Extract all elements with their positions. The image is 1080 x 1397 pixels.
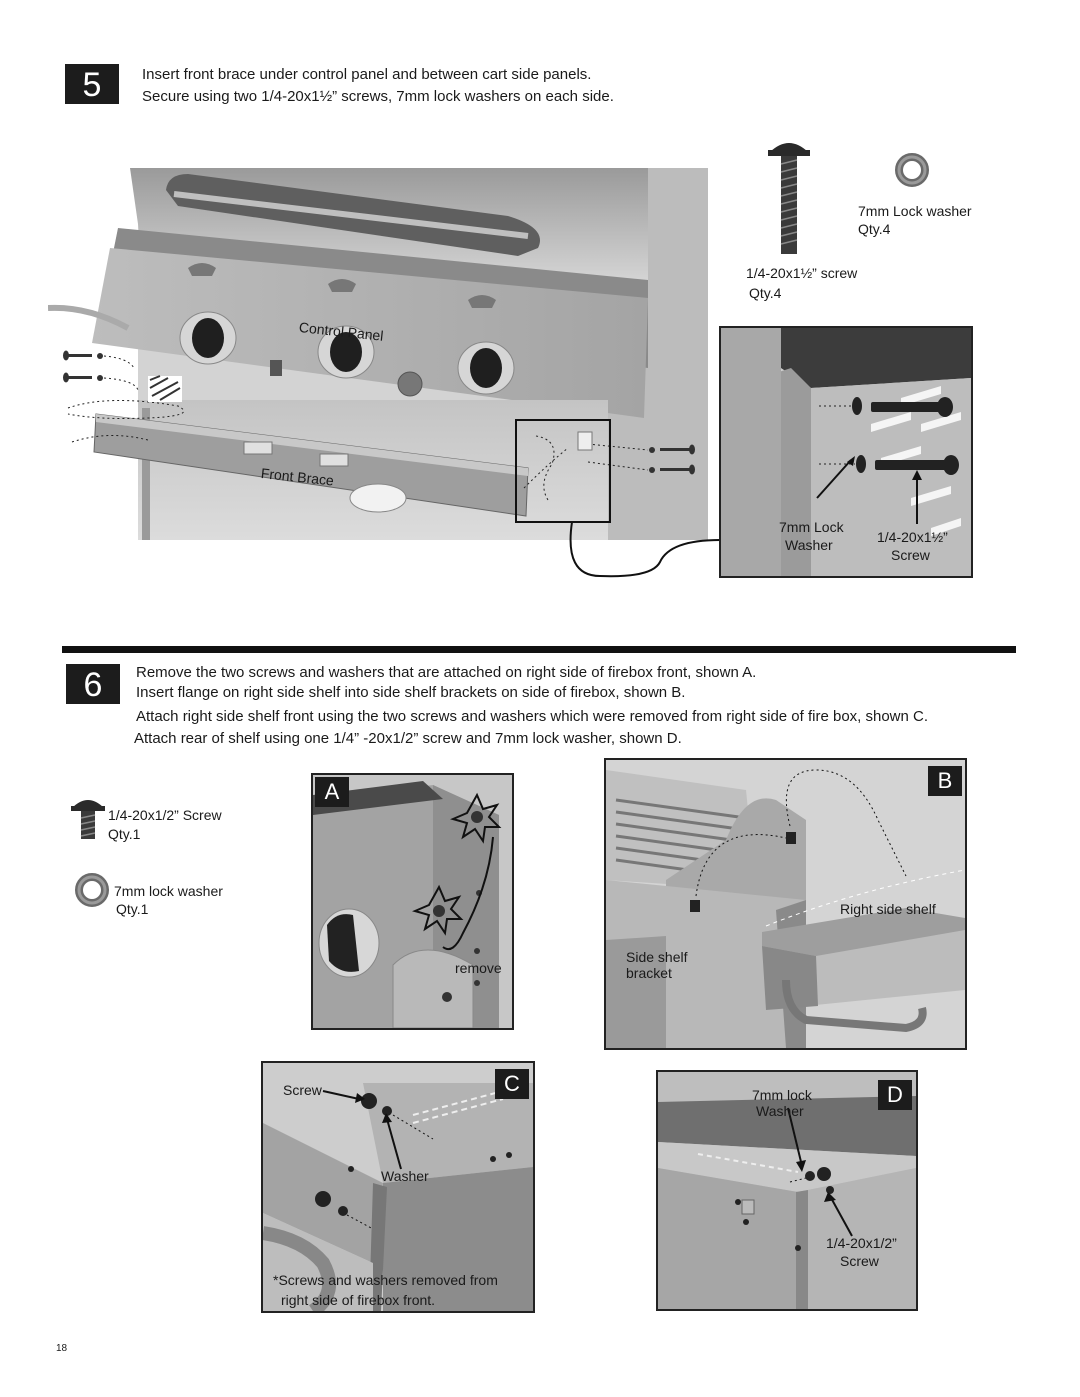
panel-b-tag: B: [928, 766, 962, 796]
panel-a-drawing: [313, 775, 512, 1028]
step-5-instruction-line-2: Secure using two 1/4-20x1½” screws, 7mm …: [142, 88, 614, 105]
step-6-washer-name: 7mm lock washer: [114, 883, 223, 899]
step-6-number: 6: [66, 664, 120, 704]
step-6-washer-qty: Qty.1: [116, 901, 149, 917]
panel-b-right-shelf-label: Right side shelf: [840, 901, 936, 917]
panel-d-screw-label-2: Screw: [840, 1253, 879, 1269]
lock-washer-7mm-step6-icon: [75, 873, 109, 907]
step-6-screw-name: 1/4-20x1/2” Screw: [108, 807, 222, 823]
step-5-washer-qty: Qty.4: [858, 221, 891, 237]
panel-d-tag: D: [878, 1080, 912, 1110]
step-5-detail-panel: 7mm Lock Washer 1/4-20x1½” Screw: [719, 326, 973, 578]
detail-washer-label-2: Washer: [785, 537, 833, 553]
panel-c-note-2: right side of firebox front.: [281, 1292, 436, 1308]
step-5-washer-name: 7mm Lock washer: [858, 203, 972, 219]
lock-washer-7mm-icon: [895, 153, 929, 187]
panel-b: B Right side shelf Side shelf bracket: [604, 758, 967, 1050]
step-5-instruction-line-1: Insert front brace under control panel a…: [142, 66, 592, 83]
step-6-instruction-line-3: Attach right side shelf front using the …: [136, 708, 929, 725]
panel-c-drawing: [263, 1063, 533, 1311]
panel-a-tag: A: [315, 777, 349, 807]
step-5-screw-qty: Qty.4: [749, 285, 782, 301]
panel-c-note-1: *Screws and washers removed from: [273, 1272, 498, 1288]
screw-1-4-20x1-2-icon: [71, 800, 105, 839]
step-5-screw-name: 1/4-20x1½” screw: [746, 265, 858, 281]
panel-c-screw-label: Screw: [283, 1082, 322, 1098]
panel-c: C Screw Washer *Screws and washers remov…: [261, 1061, 535, 1313]
detail-washer-label-1: 7mm Lock: [779, 519, 844, 535]
panel-c-tag: C: [495, 1069, 529, 1099]
panel-c-washer-label: Washer: [381, 1168, 429, 1184]
detail-screw-label-1: 1/4-20x1½”: [877, 529, 948, 545]
grill-front-illustration: Control Panel Front Brace: [48, 168, 708, 540]
panel-a-remove-label: remove: [455, 960, 502, 976]
detail-connector-line: [569, 521, 721, 578]
step-6-instruction-line-2: Insert flange on right side shelf into s…: [136, 684, 686, 701]
panel-d: D 7mm lock Washer 1/4-20x1/2” Screw: [656, 1070, 918, 1311]
step-5-detail-drawing: [721, 328, 971, 576]
panel-b-drawing: [606, 760, 965, 1048]
panel-d-washer-label-1: 7mm lock: [752, 1087, 812, 1103]
panel-d-washer-label-2: Washer: [756, 1103, 804, 1119]
step-6-screw-qty: Qty.1: [108, 826, 141, 842]
step-6-instruction-line-1: Remove the two screws and washers that a…: [136, 664, 757, 681]
page-number: 18: [56, 1343, 68, 1354]
panel-b-bracket-label-1: Side shelf: [626, 949, 688, 965]
screw-1-4-20x1-5-icon: [768, 143, 810, 254]
step-6-instruction-line-4: Attach rear of shelf using one 1/4” -20x…: [134, 730, 682, 747]
panel-b-bracket-label-2: bracket: [626, 965, 672, 981]
step-divider: [62, 646, 1016, 653]
panel-d-drawing: [658, 1072, 916, 1309]
step-5-number: 5: [65, 64, 119, 104]
grill-front-drawing: [48, 168, 708, 540]
panel-d-screw-label-1: 1/4-20x1/2”: [826, 1235, 897, 1251]
panel-a: A remove: [311, 773, 514, 1030]
detail-screw-label-2: Screw: [891, 547, 930, 563]
